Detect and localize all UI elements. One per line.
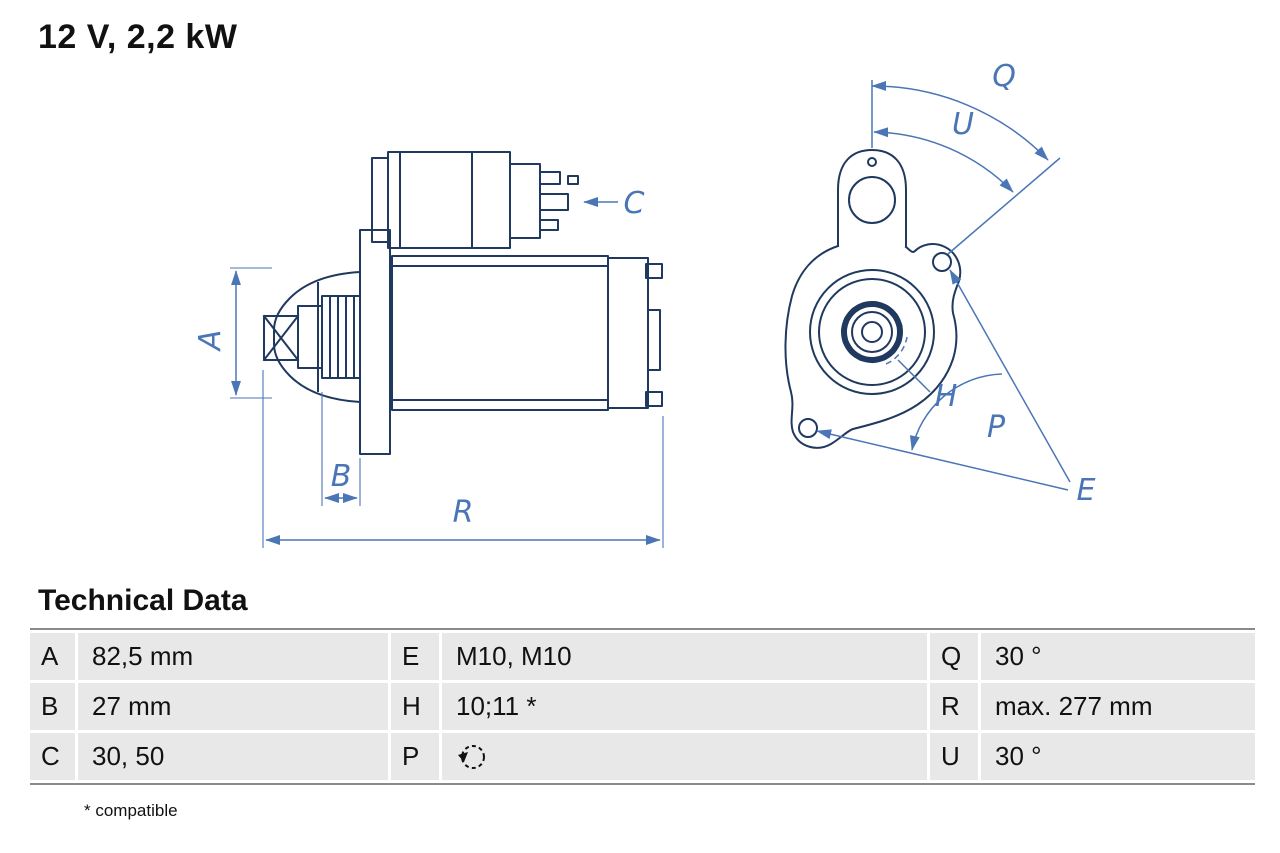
flange-plate (784, 243, 962, 449)
dimension-h: H (885, 336, 958, 414)
technical-data-table: A 82,5 mm E M10, M10 Q 30 ° B 27 mm H 10… (30, 628, 1255, 785)
mounting-bracket (837, 149, 907, 247)
table-cell-value-b: 27 mm (78, 683, 388, 730)
table-footnote: * compatible (84, 801, 178, 820)
mounting-flange (359, 229, 391, 455)
bolt-hole-lower (798, 418, 818, 438)
table-cell-value-h: 10;11 * (442, 683, 927, 730)
drive-end-pinion (262, 270, 362, 404)
dimension-label-e: E (1077, 473, 1096, 508)
dimension-label-p: P (987, 410, 1006, 445)
dimension-r: R (262, 370, 664, 548)
table-cell-value-e: M10, M10 (442, 633, 927, 680)
rotation-ccw-icon (458, 744, 485, 769)
dimension-c: C (583, 186, 645, 221)
table-cell-key-h: H (391, 683, 439, 730)
table-cell-key-u: U (930, 733, 978, 780)
central-bore-and-gear (809, 269, 935, 395)
page-title: 12 V, 2,2 kW (38, 18, 238, 56)
dimension-b: B (321, 392, 361, 506)
technical-drawing: A B R C (193, 59, 1096, 548)
table-cell-value-a: 82,5 mm (78, 633, 388, 680)
table-cell-value-u: 30 ° (981, 733, 1255, 780)
dimension-label-c: C (624, 186, 645, 221)
table-cell-value-c: 30, 50 (78, 733, 388, 780)
dimension-label-b: B (331, 459, 352, 494)
dimension-q-u: Q U (871, 59, 1061, 255)
table-cell-key-c: C (30, 733, 75, 780)
dimension-label-h: H (935, 379, 958, 414)
dimension-label-u: U (952, 107, 974, 142)
table-cell-value-q: 30 ° (981, 633, 1255, 680)
bolt-hole-upper (932, 252, 952, 272)
table-cell-value-r: max. 277 mm (981, 683, 1255, 730)
motor-body (391, 255, 663, 411)
table-cell-key-r: R (930, 683, 978, 730)
dimension-label-r: R (453, 495, 474, 530)
dimension-e: E (816, 269, 1096, 508)
dimension-p: P (909, 373, 1006, 451)
table-cell-key-b: B (30, 683, 75, 730)
solenoid (371, 151, 579, 249)
table-cell-key-e: E (391, 633, 439, 680)
table-cell-key-q: Q (930, 633, 978, 680)
dimension-label-q: Q (992, 59, 1016, 94)
table-cell-key-a: A (30, 633, 75, 680)
dimension-label-a: A (193, 330, 228, 353)
table-cell-key-p: P (391, 733, 439, 780)
table-cell-value-p (442, 733, 927, 780)
dimension-a: A (193, 267, 272, 399)
technical-data-heading: Technical Data (38, 584, 248, 617)
starter-side-view (262, 151, 663, 455)
